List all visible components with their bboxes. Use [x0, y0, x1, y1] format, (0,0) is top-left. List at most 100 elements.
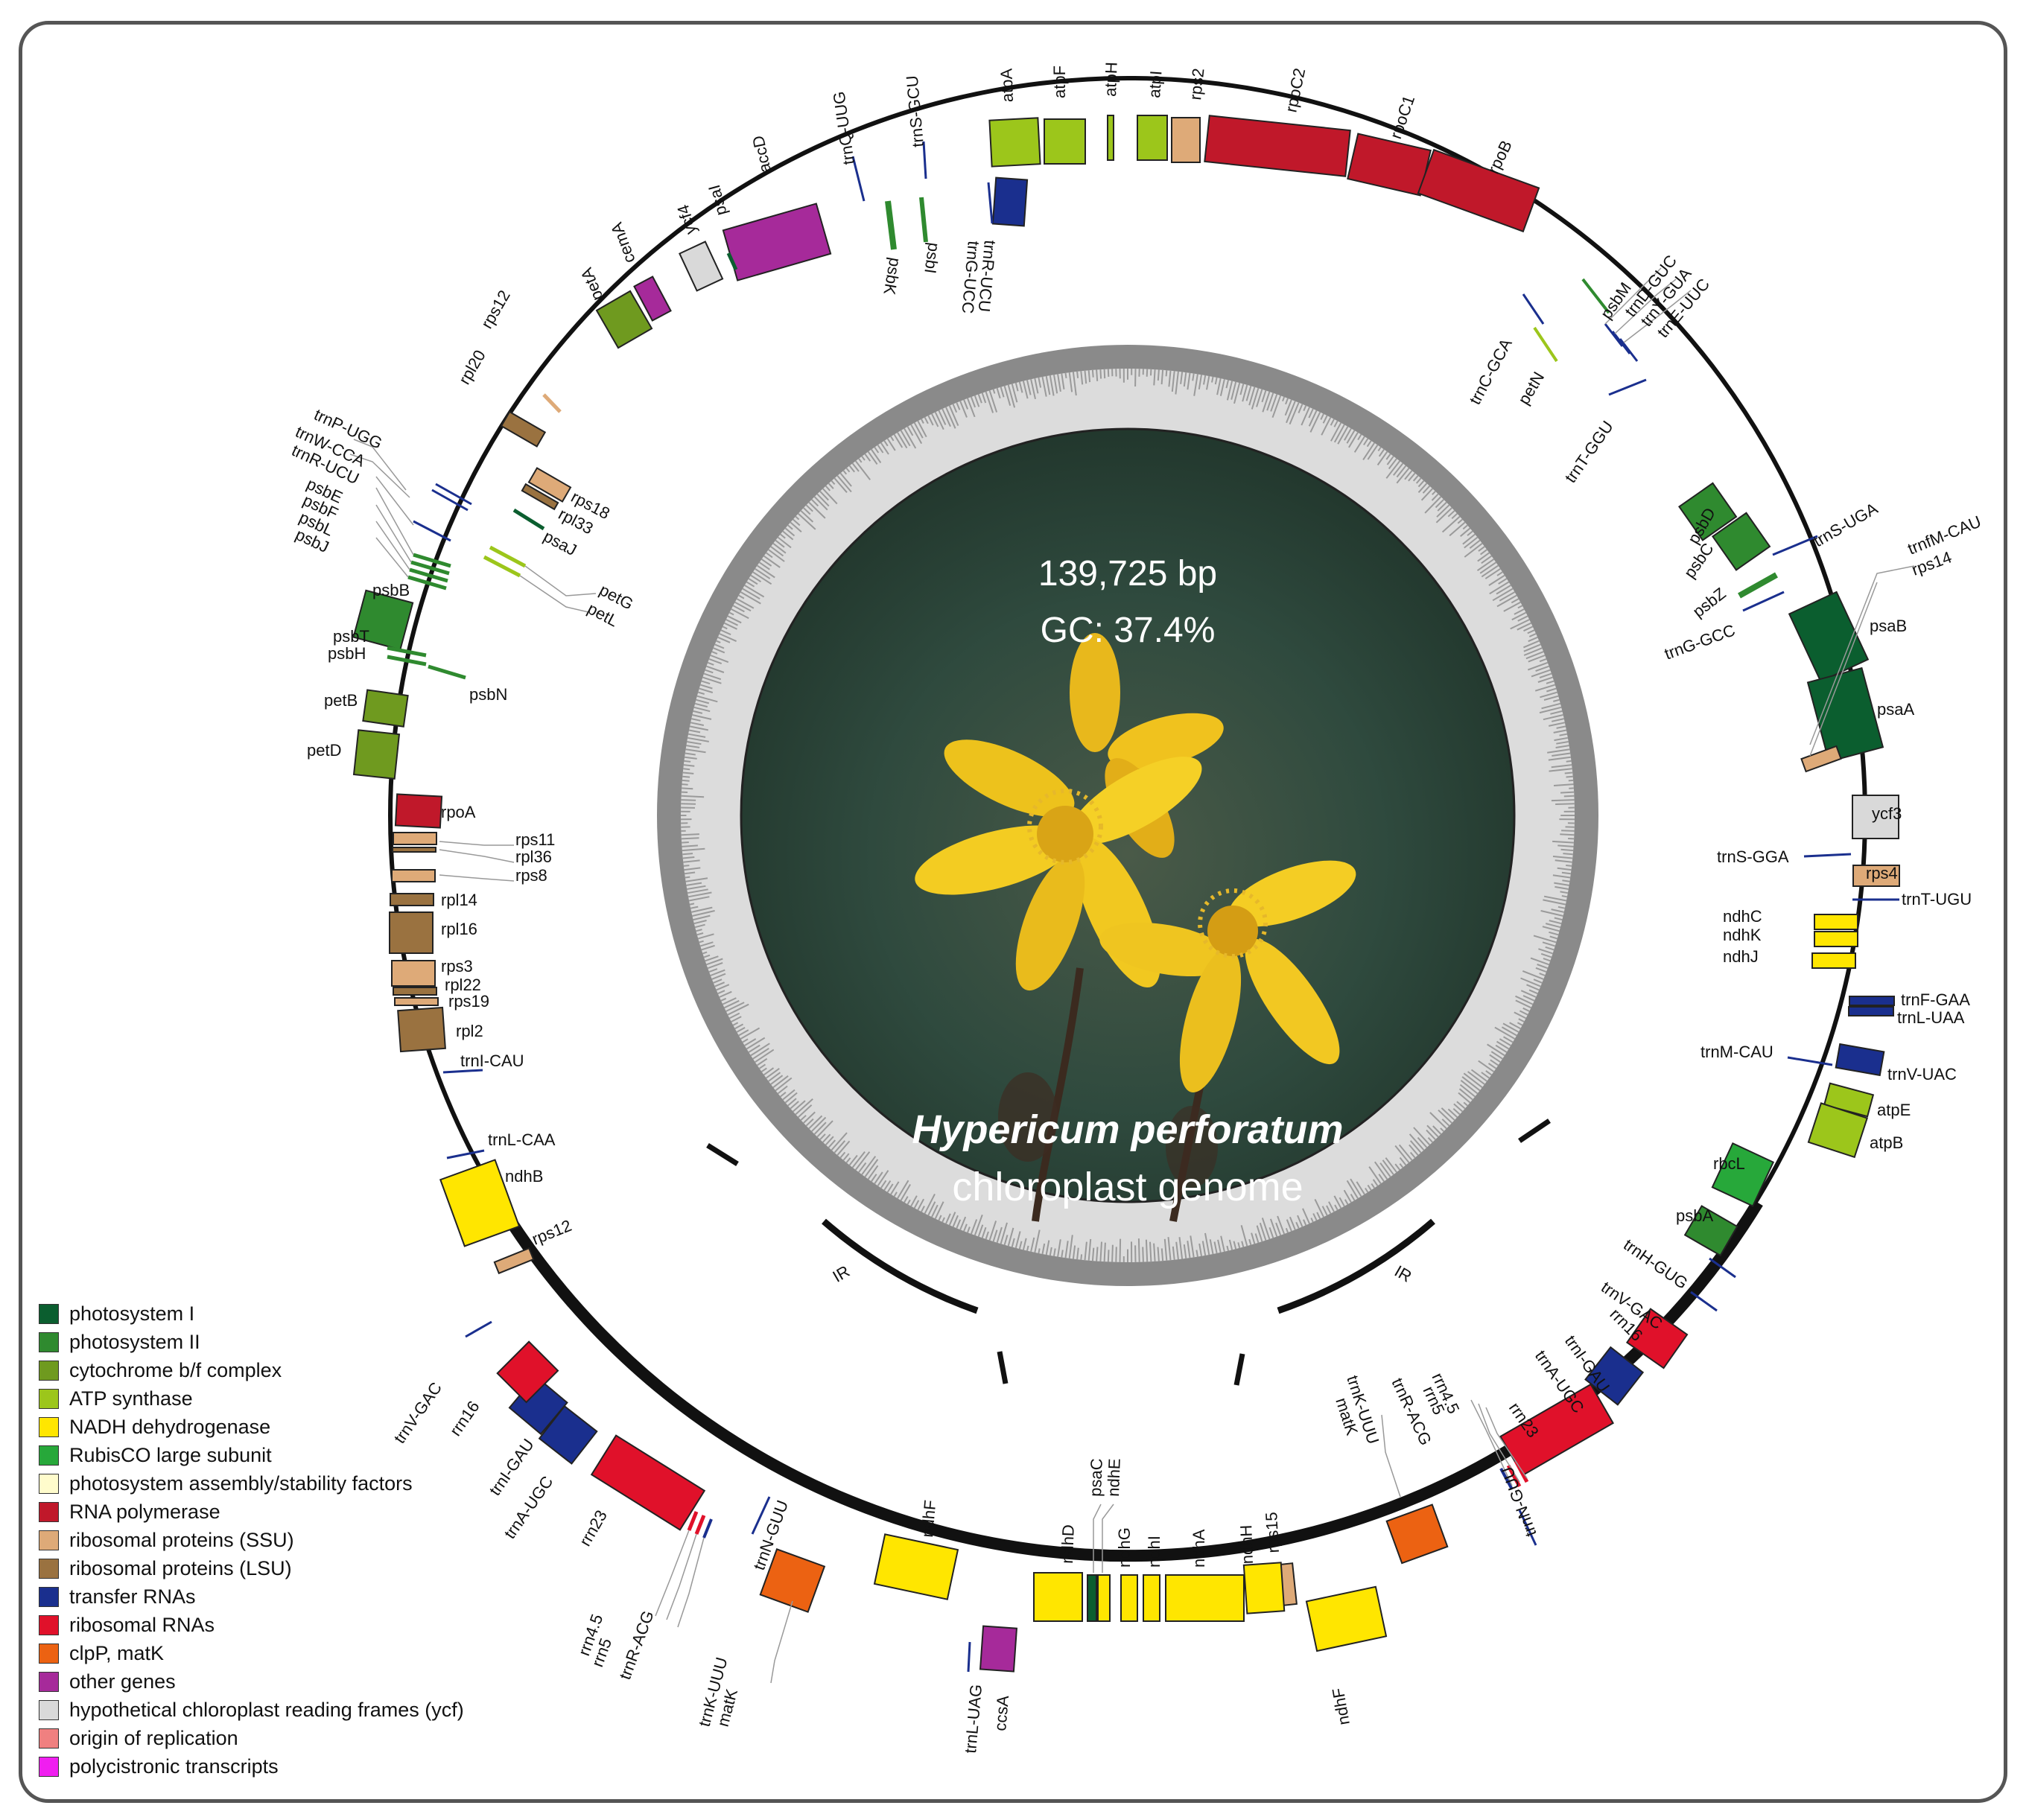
gc-spike [720, 629, 731, 636]
gc-spike [1555, 745, 1569, 748]
gc-spike [842, 470, 848, 475]
gc-spike [833, 1140, 846, 1154]
gc-spike [1268, 1226, 1274, 1238]
gc-spike [880, 1180, 887, 1189]
gene-label: trnT-UGU [1902, 890, 1972, 909]
gene-rpl36 [392, 847, 436, 853]
gc-spike [757, 1057, 768, 1066]
gene-label: rpl22 [445, 976, 481, 994]
gc-spike [1396, 465, 1407, 478]
gc-spike [1517, 615, 1528, 622]
gc-spike [1379, 1162, 1391, 1177]
gc-spike [1543, 958, 1551, 962]
gc-spike [831, 480, 836, 486]
gc-spike [1214, 377, 1218, 385]
legend-item: photosystem I [39, 1299, 464, 1328]
gene-label: trnF-GAA [1901, 990, 1970, 1009]
gc-spike [720, 997, 727, 1002]
gc-spike [1245, 385, 1252, 401]
gene-rps3 [391, 960, 436, 987]
gene-rps14 [1800, 745, 1842, 773]
gc-spike [1540, 952, 1552, 958]
gene-rrn16-left [496, 1340, 559, 1404]
gc-spike [819, 1133, 826, 1140]
gc-spike [1517, 1022, 1523, 1026]
gc-spike [1511, 611, 1527, 621]
ir-arc-right [1277, 1218, 1435, 1314]
gc-spike [1348, 432, 1359, 448]
gc-spike [732, 1022, 739, 1026]
gene-label: ndhG [1115, 1527, 1134, 1568]
gene-label: petB [324, 691, 358, 710]
ir-tick [1233, 1353, 1245, 1386]
gc-spike [1165, 370, 1168, 377]
gene-trnN-GUU-left [751, 1496, 771, 1535]
gc-spike [854, 460, 871, 480]
gc-spike [906, 426, 914, 436]
gc-spike [1554, 736, 1569, 742]
gc-spike [692, 910, 715, 917]
leader-lines [349, 267, 1915, 1684]
gc-spike [1522, 1007, 1530, 1012]
gc-spike [701, 944, 715, 951]
gc-spike [1459, 1084, 1476, 1098]
gc-spike [797, 512, 816, 530]
gc-spike [1557, 844, 1574, 847]
gc-spike [1211, 376, 1214, 383]
gc-spike [687, 888, 708, 894]
gene-label: trnI-CAU [460, 1051, 524, 1070]
gc-spike [883, 440, 889, 447]
gc-spike [1180, 372, 1184, 384]
gc-spike [1312, 1213, 1318, 1221]
gene-rbcL [1711, 1142, 1775, 1207]
gc-spike [828, 1139, 836, 1148]
gene-psbA [1683, 1205, 1738, 1257]
gc-spike [738, 1029, 749, 1037]
gc-spike [897, 432, 908, 449]
gc-spike [1539, 672, 1552, 678]
gc-spike [900, 1183, 911, 1201]
gc-spike [1275, 1222, 1282, 1236]
gene-psbT [387, 646, 427, 658]
gc-spike [1271, 395, 1282, 419]
gc-spike [1543, 714, 1563, 721]
gene-rps12-ir [493, 1247, 535, 1275]
gc-spike [1539, 706, 1562, 714]
gc-spike [1417, 483, 1428, 493]
gc-spike [867, 451, 878, 465]
gc-spike [1511, 598, 1520, 604]
gc-spike [1476, 559, 1495, 572]
gc-spike [777, 536, 792, 549]
gc-spike [790, 521, 802, 532]
gc-spike [897, 1180, 909, 1199]
gc-spike [967, 398, 976, 418]
legend-item: cytochrome b/f complex [39, 1356, 464, 1384]
gc-spike [977, 1224, 984, 1237]
gc-spike [921, 1206, 925, 1212]
gc-spike [1072, 1245, 1076, 1259]
gene-trnH-GUG [1709, 1257, 1736, 1279]
gc-spike [1072, 372, 1077, 396]
gc-spike [1555, 885, 1569, 890]
legend-swatch [39, 1530, 59, 1550]
gene-label: psaC [1086, 1458, 1106, 1497]
gc-spike [1549, 931, 1559, 936]
gc-spike [1175, 1241, 1179, 1260]
gene-petN [1533, 326, 1558, 363]
gene-label: rps19 [448, 992, 489, 1011]
gc-spike [1542, 926, 1560, 932]
gc-spike [1084, 1241, 1087, 1261]
gc-spike [682, 779, 690, 782]
gc-spike [1496, 1040, 1510, 1050]
gc-spike [956, 402, 961, 410]
gc-percentage: GC: 37.4% [1041, 611, 1216, 650]
gc-spike [1225, 380, 1229, 389]
gc-spike [1422, 485, 1431, 494]
gc-spike [780, 533, 786, 539]
gc-spike [988, 1221, 997, 1241]
gc-spike [1498, 578, 1508, 585]
gc-spike [981, 1226, 987, 1238]
gc-spike [874, 446, 880, 454]
gc-spike [1462, 524, 1468, 530]
gene-label: atpI [1145, 70, 1165, 98]
